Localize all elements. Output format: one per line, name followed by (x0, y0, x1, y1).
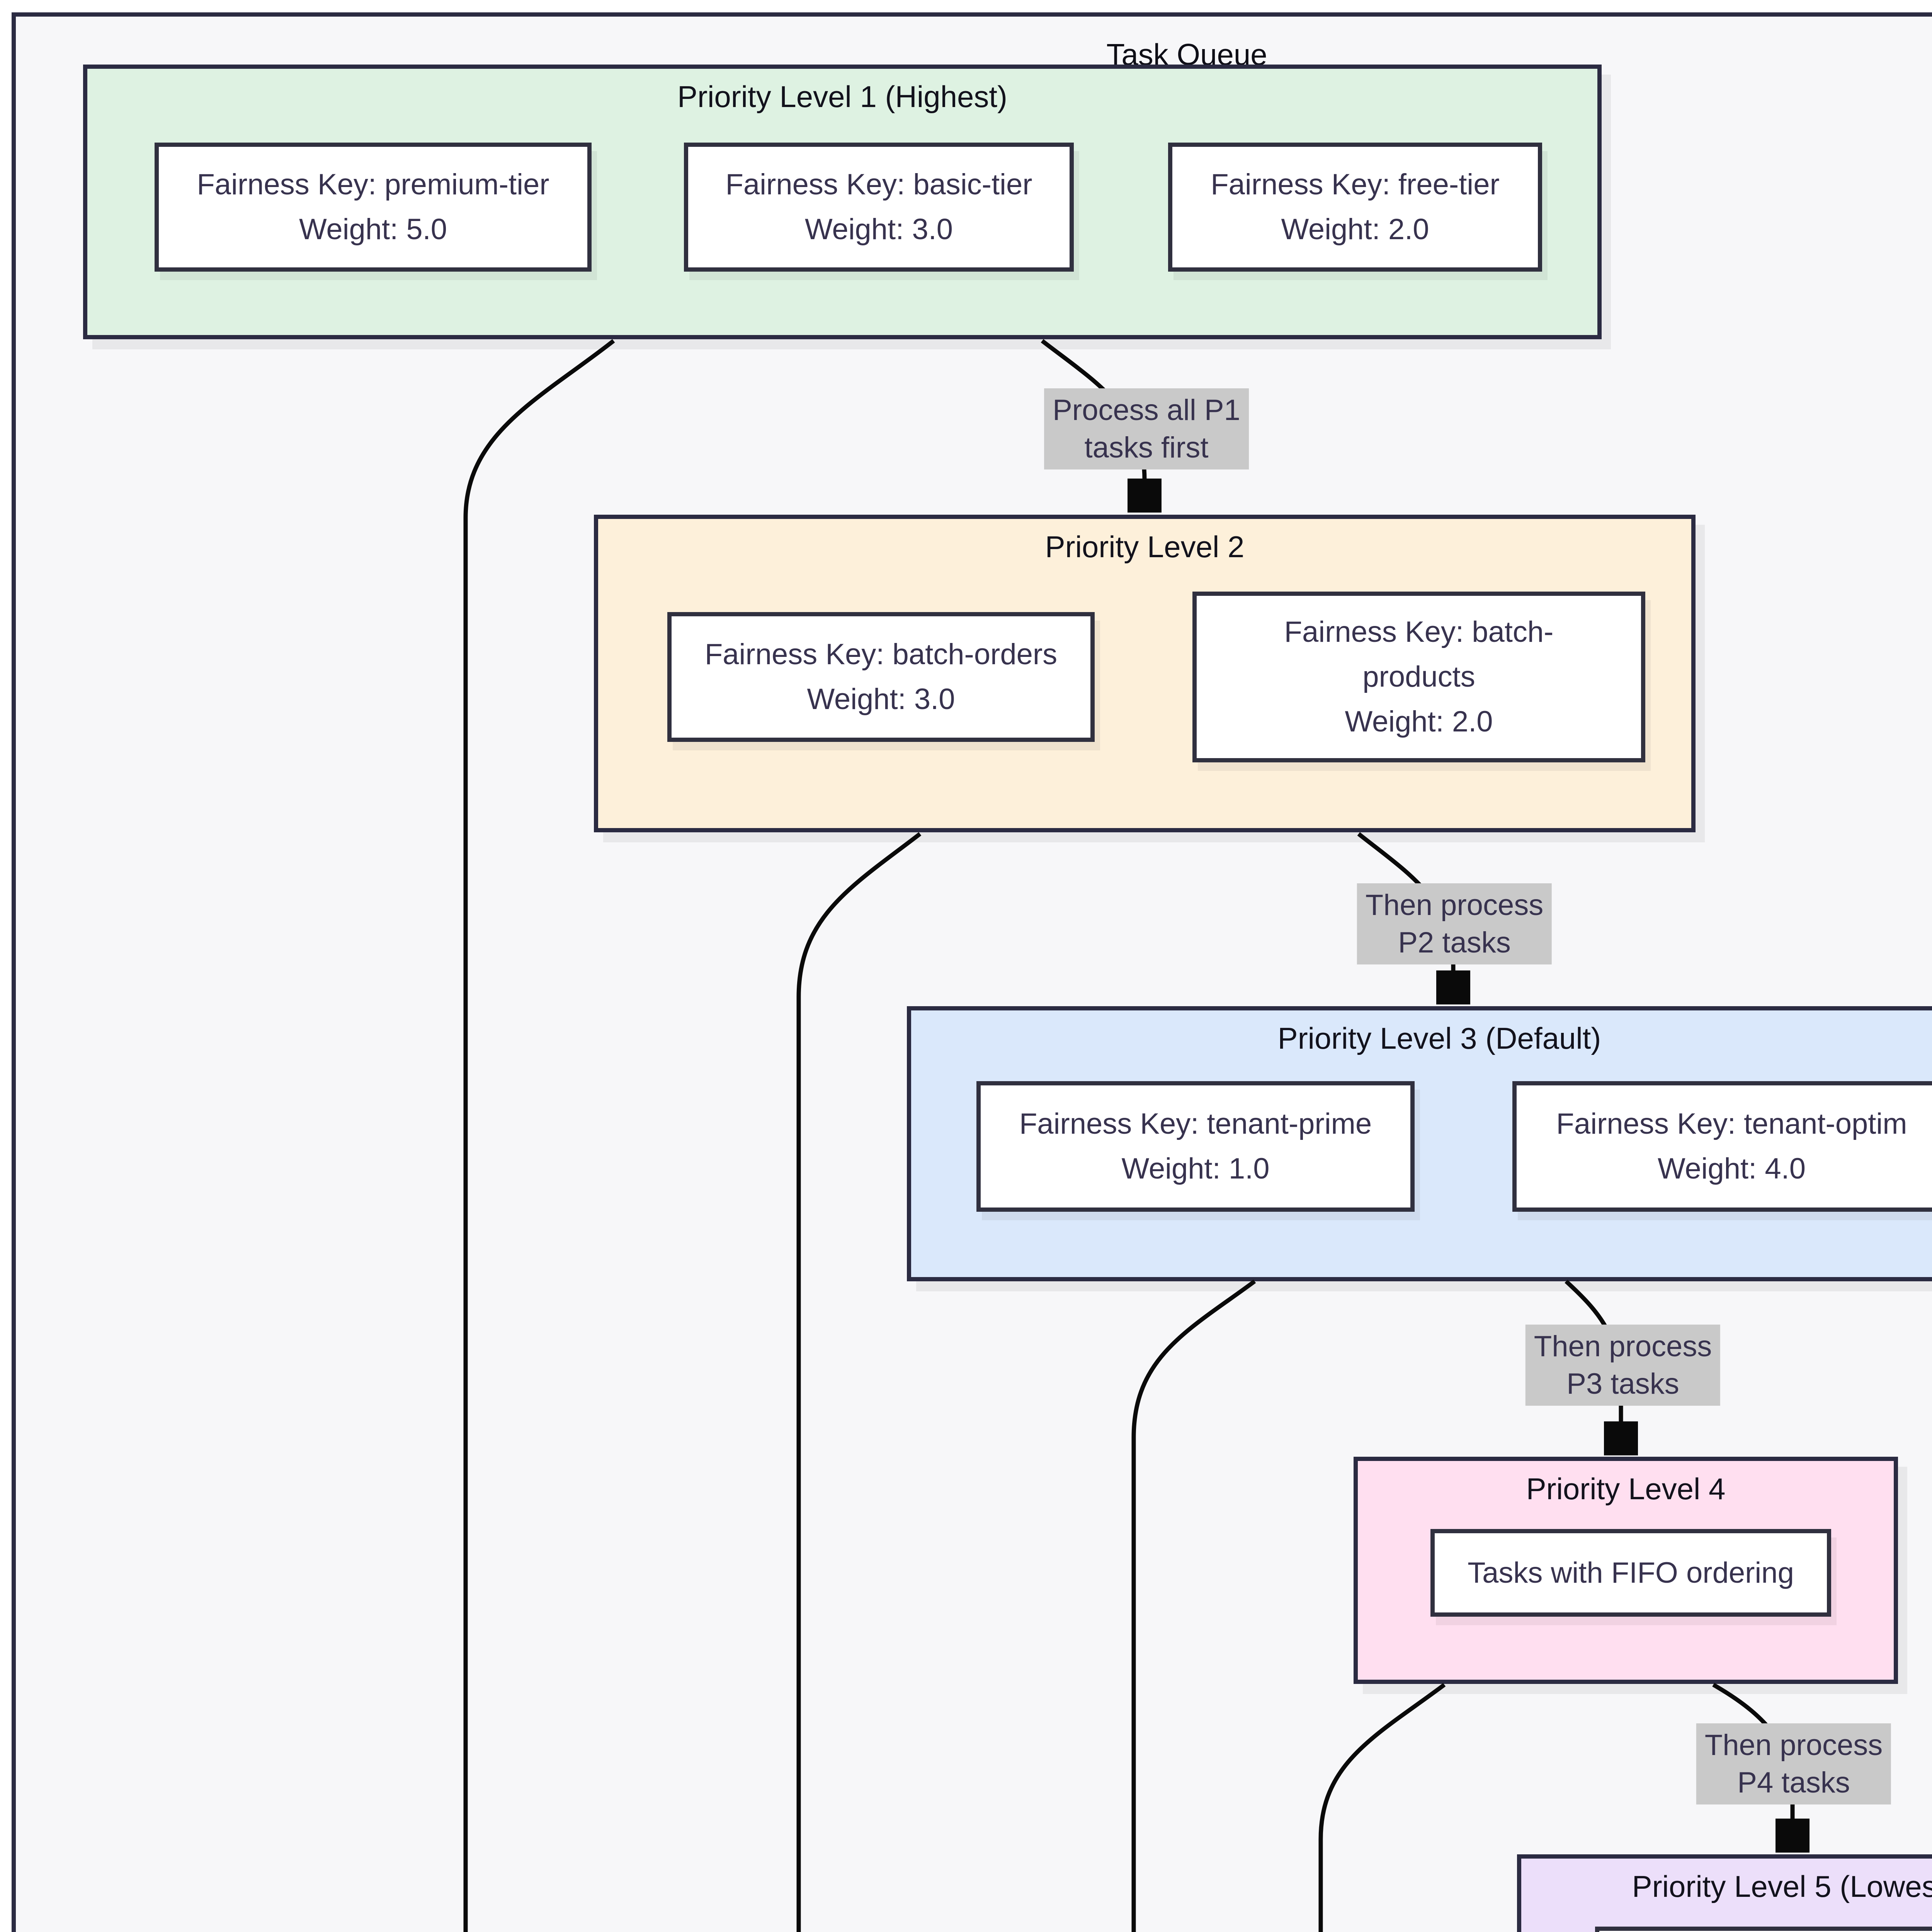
node-tenant-prime: Fairness Key: tenant-prime Weight: 1.0 (976, 1081, 1415, 1212)
priority-level-3-title: Priority Level 3 (Default) (1277, 1021, 1601, 1055)
priority-level-4-title: Priority Level 4 (1526, 1472, 1726, 1506)
node-batch-products-key-line1: Fairness Key: batch- (1284, 616, 1554, 648)
node-free-tier-key: Fairness Key: free-tier (1211, 168, 1500, 201)
edge-label-process-all-p1: Process all P1 tasks first (1044, 388, 1249, 469)
node-fifo-p5: Tasks with FIFO ordering (1595, 1927, 1932, 1932)
node-basic-tier-key: Fairness Key: basic-tier (725, 168, 1032, 201)
node-basic-tier: Fairness Key: basic-tier Weight: 3.0 (684, 143, 1074, 272)
node-tenant-optim: Fairness Key: tenant-optim Weight: 4.0 (1512, 1081, 1932, 1212)
node-premium-tier-weight: Weight: 5.0 (299, 213, 447, 246)
edge-label-3-line-1: Then process (1534, 1330, 1712, 1363)
node-tenant-optim-weight: Weight: 4.0 (1657, 1152, 1806, 1185)
node-premium-tier-key: Fairness Key: premium-tier (197, 168, 549, 201)
edge-label-then-process-p2: Then process P2 tasks (1357, 883, 1552, 964)
edge-label-then-process-p3: Then process P3 tasks (1525, 1325, 1721, 1406)
node-free-tier: Fairness Key: free-tier Weight: 2.0 (1168, 143, 1542, 272)
priority-level-2-title: Priority Level 2 (1045, 530, 1245, 564)
edge-label-1-line-1: Process all P1 (1053, 394, 1240, 427)
node-batch-products-weight: Weight: 2.0 (1345, 705, 1493, 738)
node-free-tier-weight: Weight: 2.0 (1281, 213, 1429, 246)
node-batch-orders: Fairness Key: batch-orders Weight: 3.0 (667, 612, 1095, 742)
priority-level-2-box: Priority Level 2 Fairness Key: batch-ord… (594, 515, 1696, 832)
priority-level-5-title: Priority Level 5 (Lowest) (1632, 1869, 1932, 1903)
node-basic-tier-weight: Weight: 3.0 (804, 213, 953, 246)
node-tenant-prime-weight: Weight: 1.0 (1121, 1152, 1270, 1185)
node-fifo-p4-text: Tasks with FIFO ordering (1468, 1556, 1794, 1589)
node-batch-products-key-line2: products (1362, 660, 1475, 693)
node-tenant-optim-key: Fairness Key: tenant-optim (1556, 1107, 1907, 1140)
edge-label-2-line-2: P2 tasks (1398, 926, 1511, 959)
node-fifo-p4: Tasks with FIFO ordering (1430, 1529, 1831, 1617)
node-tenant-prime-key: Fairness Key: tenant-prime (1019, 1107, 1372, 1140)
priority-level-1-box: Priority Level 1 (Highest) Fairness Key:… (83, 65, 1602, 339)
edge-label-3-line-2: P3 tasks (1566, 1367, 1679, 1400)
node-batch-products: Fairness Key: batch- products Weight: 2.… (1192, 592, 1645, 762)
priority-level-4-box: Priority Level 4 Tasks with FIFO orderin… (1354, 1457, 1898, 1684)
priority-level-5-box: Priority Level 5 (Lowest) Tasks with FIF… (1517, 1854, 1932, 1932)
edge-label-then-process-p4: Then process P4 tasks (1696, 1723, 1891, 1804)
priority-level-1-title: Priority Level 1 (Highest) (677, 80, 1007, 114)
priority-level-3-box: Priority Level 3 (Default) Fairness Key:… (907, 1006, 1932, 1281)
node-batch-orders-key: Fairness Key: batch-orders (704, 638, 1058, 671)
edge-label-1-line-2: tasks first (1084, 431, 1209, 464)
node-batch-orders-weight: Weight: 3.0 (807, 683, 955, 716)
edge-label-4-line-2: P4 tasks (1737, 1766, 1850, 1799)
edge-label-2-line-1: Then process (1365, 889, 1544, 922)
edge-label-4-line-1: Then process (1704, 1729, 1883, 1762)
node-premium-tier: Fairness Key: premium-tier Weight: 5.0 (155, 143, 592, 272)
